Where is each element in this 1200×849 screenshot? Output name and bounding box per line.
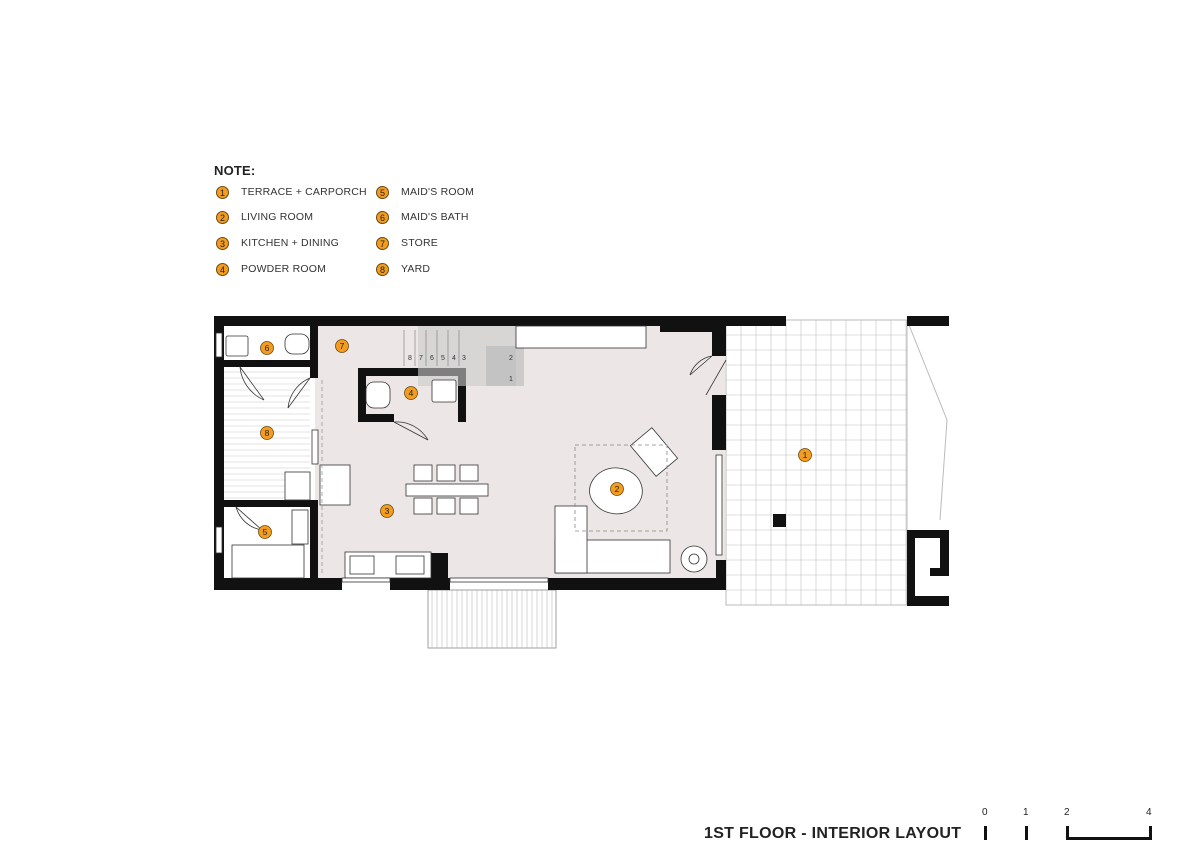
cooktop — [395, 555, 425, 575]
scale-label-1: 1 — [1023, 807, 1029, 818]
scale-bar — [984, 826, 1152, 840]
room-marker-number: 2 — [615, 484, 620, 494]
powder-toilet — [365, 381, 391, 409]
door-swings — [235, 355, 727, 531]
gate-swing-lines — [906, 319, 948, 521]
legend-item: 5 MAID'S ROOM — [376, 184, 474, 200]
legend-label: KITCHEN + DINING — [241, 237, 340, 249]
stair-number: 7 — [419, 355, 423, 362]
walls — [214, 316, 949, 606]
room-marker-living-room: 2 — [610, 482, 624, 496]
legend-number-badge: 2 — [216, 210, 229, 224]
fixtures — [215, 325, 723, 583]
legend-label: POWDER ROOM — [241, 263, 327, 275]
room-marker-maids-bath: 6 — [260, 341, 274, 355]
scale-label-0: 0 — [982, 807, 988, 818]
legend-label: LIVING ROOM — [241, 211, 314, 223]
scale-label-2: 2 — [1064, 807, 1070, 818]
powder-sink — [431, 379, 457, 403]
legend-number-badge: 4 — [216, 262, 229, 276]
legend-item: 8 YARD — [376, 261, 430, 277]
yard-deck — [224, 371, 310, 499]
bench — [515, 325, 647, 349]
stair-number: 4 — [452, 355, 456, 362]
drawing-title: 1ST FLOOR - INTERIOR LAYOUT — [704, 825, 962, 842]
room-marker-number: 5 — [263, 527, 268, 537]
kitchen-sink — [349, 555, 375, 575]
living-rug — [574, 444, 668, 532]
room-marker-yard: 8 — [260, 426, 274, 440]
stair-number: 2 — [509, 355, 513, 362]
stair-number: 8 — [408, 355, 412, 362]
legend-number-badge: 1 — [216, 185, 229, 199]
bath-sink — [225, 335, 249, 357]
room-marker-store: 7 — [335, 339, 349, 353]
room-marker-number: 8 — [265, 428, 270, 438]
yard-storage — [284, 471, 311, 501]
dining-table — [405, 483, 489, 497]
stair-number: 6 — [430, 355, 434, 362]
legend-number-badge: 8 — [376, 262, 389, 276]
legend-item: 2 LIVING ROOM — [216, 209, 313, 225]
legend-label: TERRACE + CARPORCH — [241, 186, 367, 198]
bath-toilet — [284, 333, 310, 355]
legend-number-badge: 7 — [376, 236, 389, 250]
room-marker-terrace-carporch: 1 — [798, 448, 812, 462]
legend-number-badge: 6 — [376, 210, 389, 224]
legend-item: 6 MAID'S BATH — [376, 209, 469, 225]
front-steps — [427, 589, 557, 649]
scale-label-4: 4 — [1146, 807, 1152, 818]
legend-label: STORE — [401, 237, 438, 249]
maid-shelves — [291, 509, 309, 545]
room-marker-number: 1 — [803, 450, 808, 460]
room-marker-powder-room: 4 — [404, 386, 418, 400]
legend-item: 7 STORE — [376, 235, 438, 251]
staircase — [403, 326, 524, 386]
fridge — [319, 464, 351, 506]
room-marker-number: 6 — [265, 343, 270, 353]
terrace-grid — [725, 319, 907, 606]
legend-label: MAID'S ROOM — [401, 186, 475, 198]
room-marker-number: 7 — [340, 341, 345, 351]
legend-number-badge: 5 — [376, 185, 389, 199]
maid-bed — [231, 544, 305, 579]
front-glazing — [449, 577, 549, 583]
legend-item: 3 KITCHEN + DINING — [216, 235, 339, 251]
room-marker-number: 4 — [409, 388, 414, 398]
room-marker-number: 3 — [385, 506, 390, 516]
terrace-outline — [725, 319, 908, 606]
legend-item: 4 POWDER ROOM — [216, 261, 326, 277]
legend-item: 1 TERRACE + CARPORCH — [216, 184, 367, 200]
stair-number: 5 — [441, 355, 445, 362]
stair-number: 3 — [462, 355, 466, 362]
room-marker-maids-room: 5 — [258, 525, 272, 539]
stair-number: 1 — [509, 376, 513, 383]
room-marker-kitchen-dining: 3 — [380, 504, 394, 518]
legend-label: MAID'S BATH — [401, 211, 469, 223]
legend-number-badge: 3 — [216, 236, 229, 250]
legend-title: NOTE: — [214, 163, 256, 178]
legend-label: YARD — [401, 263, 431, 275]
